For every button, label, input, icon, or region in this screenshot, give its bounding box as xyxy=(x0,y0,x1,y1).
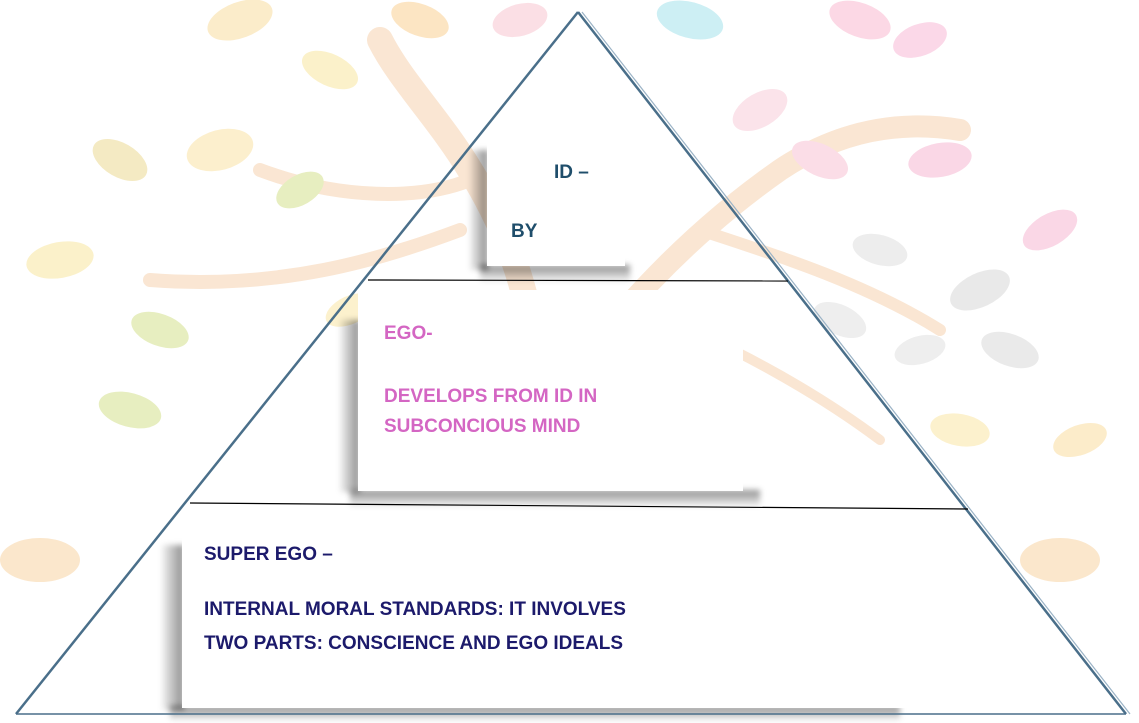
superego-box-shadow-bottom xyxy=(170,706,900,720)
id-box-shadow-bottom xyxy=(480,265,630,281)
ego-box xyxy=(358,290,743,491)
ego-description-line1: DEVELOPS FROM ID IN xyxy=(384,386,598,407)
ego-description-line2: SUBCONCIOUS MIND xyxy=(384,416,581,437)
id-description: BY xyxy=(511,221,538,242)
ego-title: EGO- xyxy=(384,323,433,344)
ego-box-shadow-bottom xyxy=(350,490,760,506)
id-box xyxy=(487,140,625,266)
superego-description-line1: INTERNAL MORAL STANDARDS: IT INVOLVES xyxy=(204,599,626,620)
ego-box-shadow-left xyxy=(340,320,360,492)
superego-description-line2: TWO PARTS: CONSCIENCE AND EGO IDEALS xyxy=(204,633,624,654)
superego-title: SUPER EGO – xyxy=(204,544,333,565)
superego-box xyxy=(182,512,927,708)
id-title: ID – xyxy=(554,162,589,183)
superego-box-shadow-left xyxy=(162,545,184,710)
id-box-shadow-left xyxy=(470,150,488,270)
